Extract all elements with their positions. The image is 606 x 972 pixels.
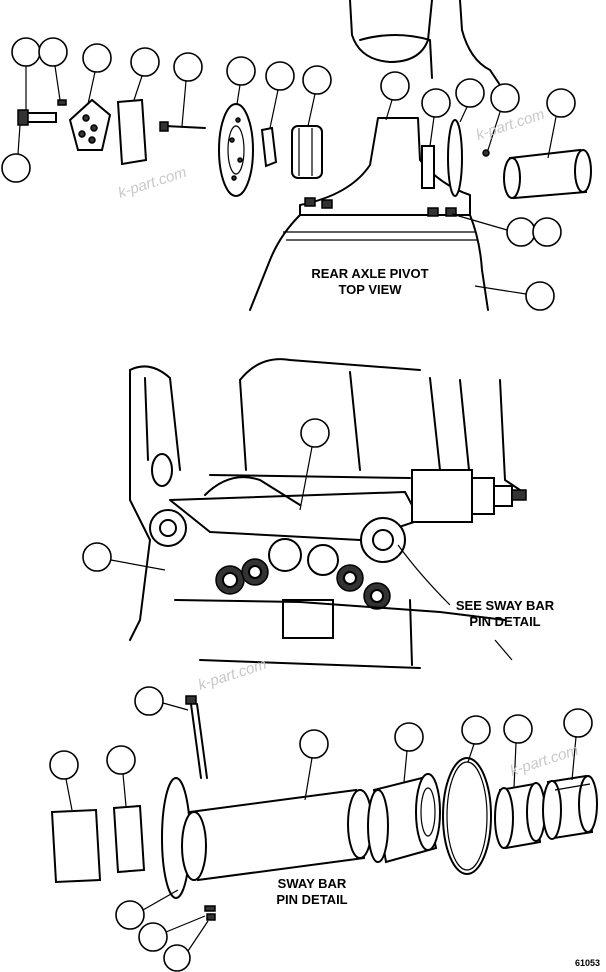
assembly-view-section: SEE SWAY BAR PIN DETAIL (129, 358, 555, 669)
housing-bolts (304, 197, 457, 217)
pin-detail-label: PIN DETAIL (469, 614, 540, 629)
figure-number: 61053 (575, 958, 600, 968)
watermark-text: k-part.com (116, 164, 189, 202)
nut (204, 905, 216, 912)
callout-balloon (455, 78, 485, 108)
callout-balloon (130, 47, 160, 77)
shim (421, 145, 435, 189)
top-view-title: TOP VIEW (338, 282, 402, 297)
grooved-bushing (542, 774, 598, 840)
retaining-ring (447, 119, 463, 197)
vertical-bolt (185, 695, 208, 779)
watermarks: k-part.com k-part.com k-part.com k-part.… (116, 106, 581, 780)
pivot-bushing (116, 98, 148, 166)
callout-balloon (532, 217, 562, 247)
callout-balloon (1, 153, 31, 183)
callout-balloon (163, 944, 191, 972)
callout-balloon (299, 729, 329, 759)
washer (206, 913, 216, 921)
callout-balloon (82, 43, 112, 73)
inner-bushing (112, 804, 146, 874)
sway-bar-pin (181, 788, 373, 882)
callout-balloon (106, 745, 136, 775)
large-snap-ring (442, 757, 492, 875)
callout-balloon (421, 88, 451, 118)
callout-balloon (49, 750, 79, 780)
watermark-text: k-part.com (508, 742, 581, 780)
callout-balloon (38, 37, 68, 67)
callout-balloon (265, 61, 295, 91)
wheel-hub (411, 469, 527, 523)
sway-bar-detail-title: SWAY BAR (278, 876, 347, 891)
pivot-bolt (17, 109, 57, 126)
callout-balloon (506, 217, 536, 247)
outer-bushing (50, 808, 102, 884)
pin-detail-title: PIN DETAIL (276, 892, 347, 907)
callout-balloon (300, 418, 330, 448)
sleeve (494, 782, 546, 850)
grease-fitting (482, 149, 490, 157)
callout-balloon (461, 715, 491, 745)
callout-balloon (82, 542, 112, 572)
callout-balloon (490, 83, 520, 113)
callout-balloon (134, 686, 164, 716)
callout-balloon (394, 722, 424, 752)
flange-washer (218, 103, 254, 197)
callout-balloon (503, 714, 533, 744)
long-bolt (159, 121, 206, 132)
sway-bar-pin-detail-section: SWAY BAR PIN DETAIL (50, 695, 598, 921)
callout-balloon (115, 900, 145, 930)
callout-balloon (11, 37, 41, 67)
callout-balloon (302, 65, 332, 95)
pivot-pin (503, 148, 592, 200)
lock-pin (57, 99, 67, 106)
lower-bearings (215, 558, 391, 610)
callout-balloon (525, 281, 555, 311)
callouts (1, 37, 593, 972)
callout-balloon (563, 708, 593, 738)
callout-balloon (173, 52, 203, 82)
callout-balloon (138, 922, 168, 952)
thrust-plate (68, 98, 112, 151)
see-sway-bar-label: SEE SWAY BAR (456, 598, 555, 613)
callout-balloon (226, 56, 256, 86)
spherical-bearing (367, 773, 441, 864)
callout-balloon (380, 71, 410, 101)
callout-balloon (546, 88, 576, 118)
spacer-ring (260, 126, 278, 168)
bearing-race (291, 125, 323, 179)
rear-axle-pivot-title: REAR AXLE PIVOT (311, 266, 428, 281)
